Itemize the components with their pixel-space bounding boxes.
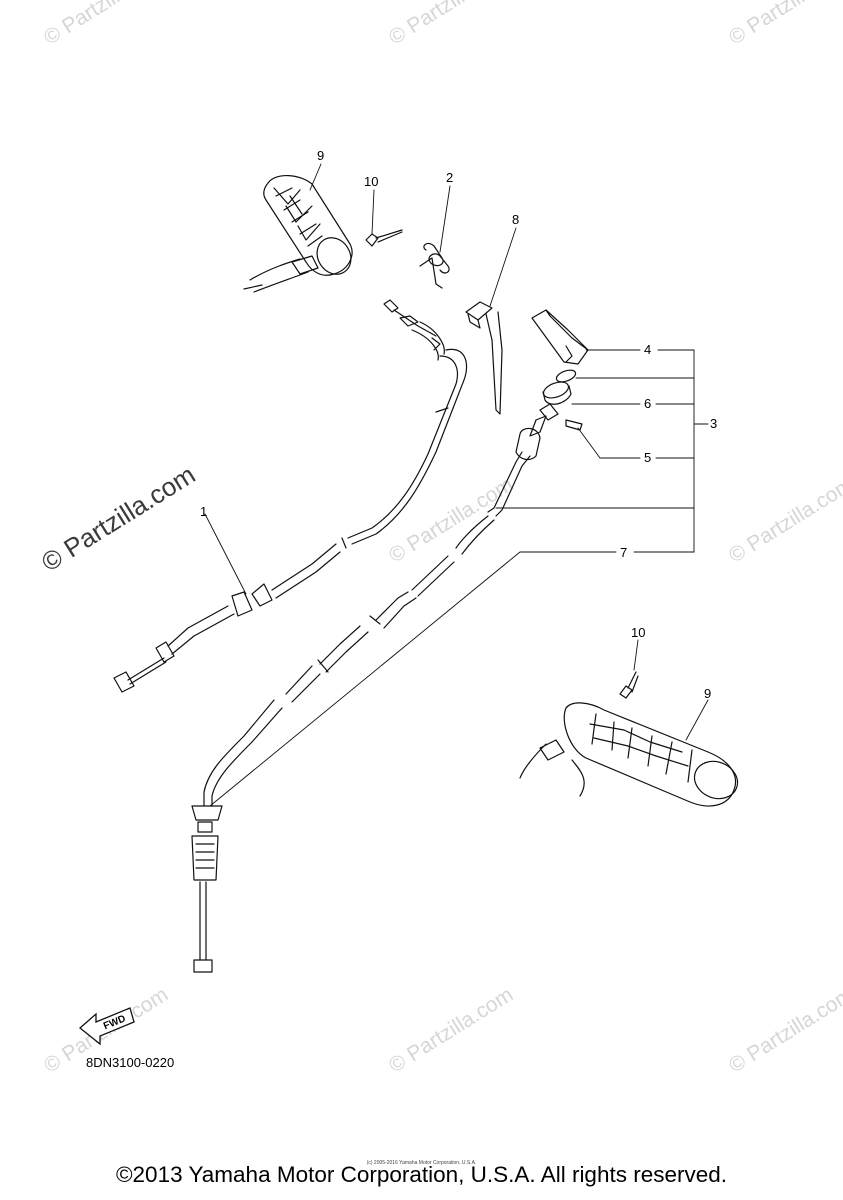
callout-9-lower: 9 xyxy=(704,686,712,701)
throttle-cable-part xyxy=(191,403,559,973)
callout-8: 8 xyxy=(512,212,520,227)
copyright-notice: ©2013 Yamaha Motor Corporation, U.S.A. A… xyxy=(115,1162,728,1187)
callout-1: 1 xyxy=(200,504,208,519)
clutch-cable-part xyxy=(113,299,468,693)
callout-10-upper: 10 xyxy=(364,174,379,189)
screw-part-lower xyxy=(619,671,639,699)
callout-3: 3 xyxy=(710,416,718,431)
diagram-code: 8DN3100-0220 xyxy=(86,1055,175,1070)
cable-tie-part xyxy=(465,301,503,415)
fwd-arrow-icon: FWD xyxy=(78,1007,135,1046)
callout-5: 5 xyxy=(644,450,652,465)
pin-part xyxy=(565,419,583,431)
screw-part xyxy=(365,229,403,247)
left-grip-part xyxy=(243,175,353,293)
callout-10-lower: 10 xyxy=(631,625,646,640)
small-copyright: (c) 2005-2016 Yamaha Motor Corporation, … xyxy=(366,1160,477,1166)
leader-lines xyxy=(204,163,709,807)
nut-part xyxy=(542,369,577,405)
clip-part xyxy=(419,242,450,289)
callout-9-upper: 9 xyxy=(317,148,325,163)
bracket-part xyxy=(531,309,589,365)
callout-4: 4 xyxy=(644,342,652,357)
callout-6: 6 xyxy=(644,396,652,411)
callout-7: 7 xyxy=(620,545,628,560)
right-grip-part xyxy=(519,702,739,807)
callout-2: 2 xyxy=(446,170,454,185)
